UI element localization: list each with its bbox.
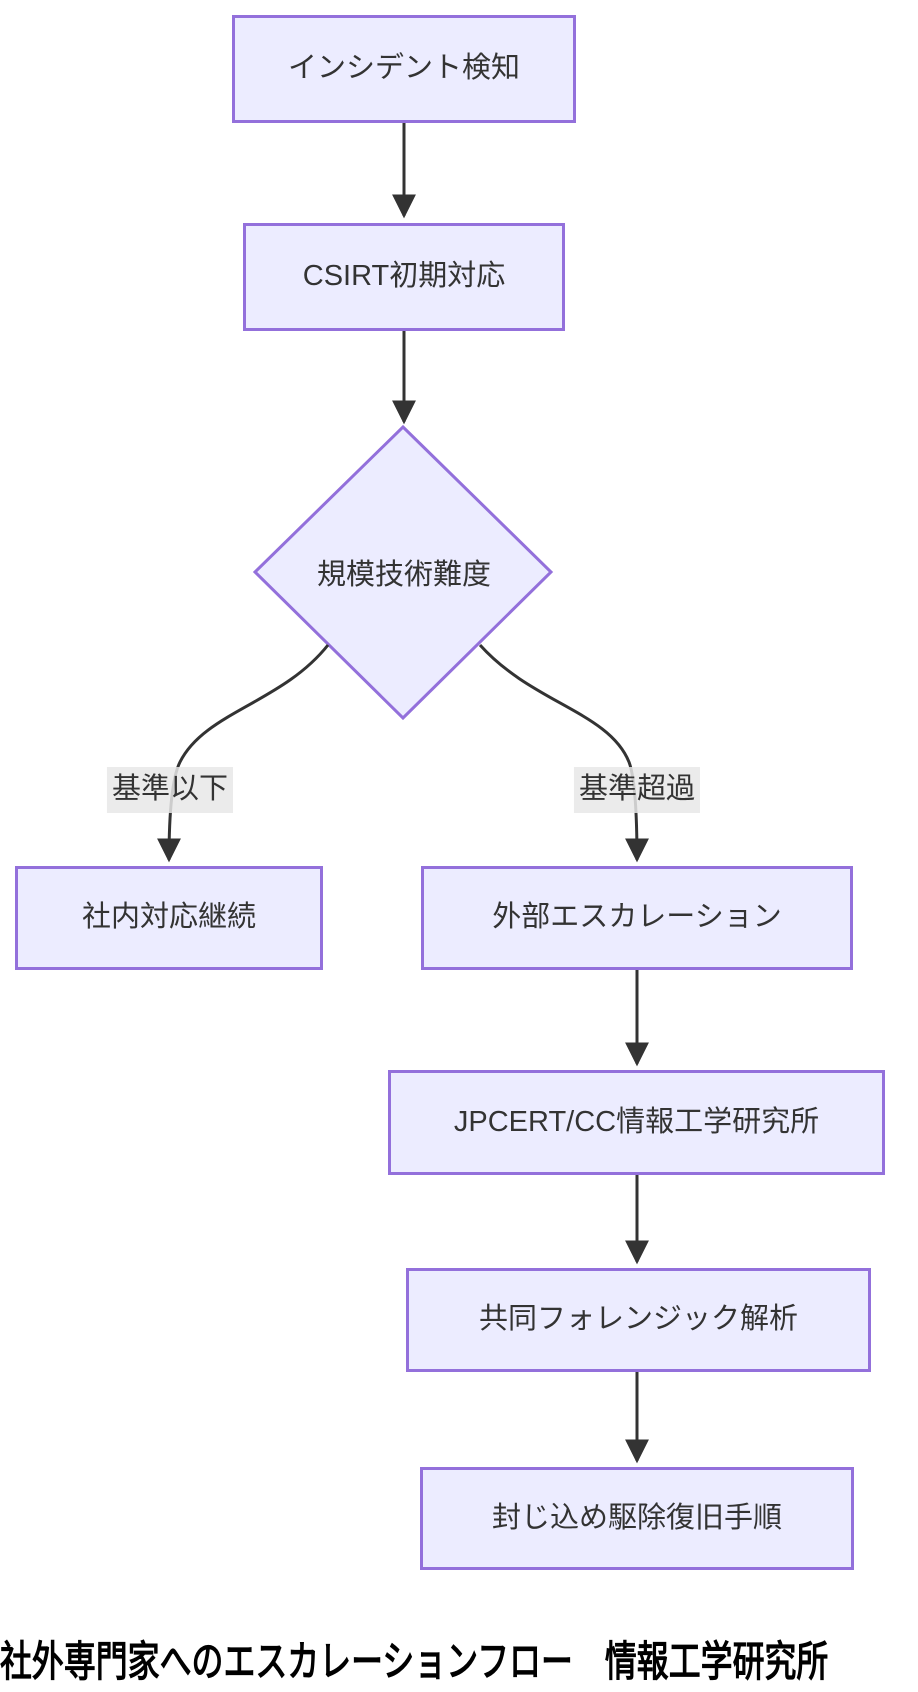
node-internal-response-continue: 社内対応継続 [15,866,323,970]
node-incident-detection-label: インシデント検知 [287,52,520,85]
edge-decision-to-external [478,643,649,863]
node-containment-recovery: 封じ込め駆除復旧手順 [420,1467,854,1570]
node-csirt-initial-response-label: CSIRT初期対応 [302,260,506,293]
edge-label-above-threshold: 基準超過 [573,767,701,813]
node-jpcert-cc-label: JPCERT/CC情報工学研究所 [453,1105,820,1138]
node-external-escalation: 外部エスカレーション [421,866,853,970]
node-csirt-initial-response: CSIRT初期対応 [243,223,565,331]
node-internal-response-continue-label: 社内対応継続 [81,901,256,934]
node-joint-forensic-analysis-label: 共同フォレンジック解析 [478,1303,798,1336]
decision-diamond-shape [252,424,554,721]
diagram-caption: 社外専門家へのエスカレーションフロー 情報工学研究所 [0,1628,828,1692]
edge-decision-to-internal [157,644,330,863]
edge-label-below-threshold-text: 基準以下 [111,773,229,805]
node-joint-forensic-analysis: 共同フォレンジック解析 [406,1268,871,1372]
edge-label-above-threshold-text: 基準超過 [578,773,696,805]
node-containment-recovery-label: 封じ込め駆除復旧手順 [491,1501,782,1534]
diagram-caption-text: 社外専門家へのエスカレーションフロー 情報工学研究所 [0,1638,829,1685]
node-incident-detection: インシデント検知 [232,15,576,123]
node-decision-label: 規模技術難度 [316,559,491,591]
node-decision-label-box: 規模技術難度 [256,544,552,600]
edge-label-below-threshold: 基準以下 [106,767,234,813]
node-jpcert-cc: JPCERT/CC情報工学研究所 [388,1070,885,1175]
node-external-escalation-label: 外部エスカレーション [492,901,782,934]
